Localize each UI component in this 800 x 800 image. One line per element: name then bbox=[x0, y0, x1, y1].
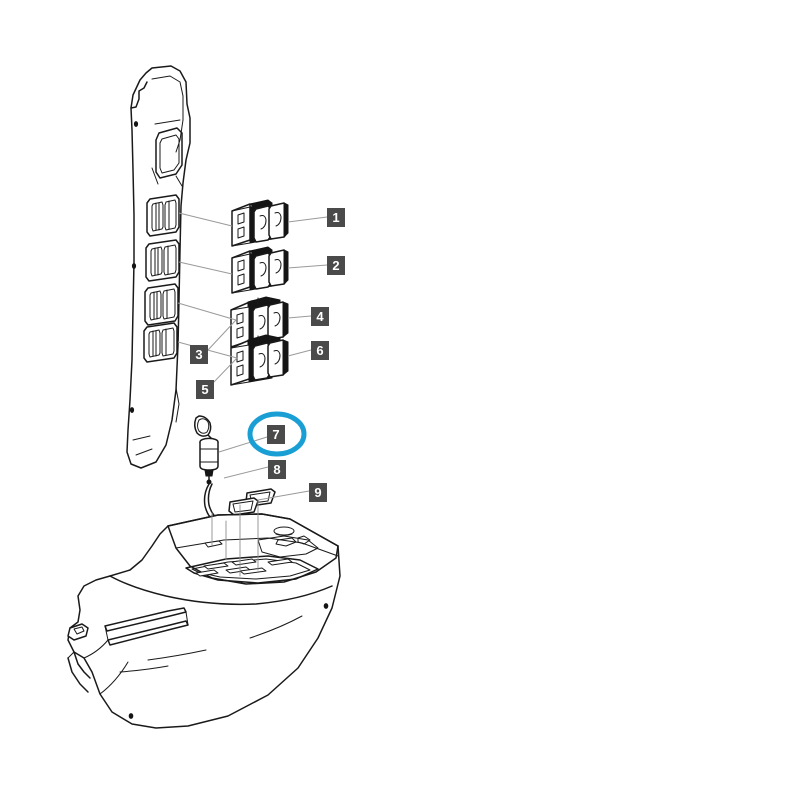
callout-box-6[interactable]: 6 bbox=[311, 341, 329, 360]
part-switch-1 bbox=[231, 199, 289, 247]
part-switch-2 bbox=[231, 246, 289, 294]
dashboard-side-panel bbox=[126, 65, 191, 469]
callout-box-8[interactable]: 8 bbox=[268, 460, 286, 479]
panel-switch-bay-4 bbox=[143, 322, 178, 363]
callout-box-7[interactable]: 7 bbox=[267, 425, 285, 444]
center-console-body bbox=[67, 513, 341, 729]
callout-box-1[interactable]: 1 bbox=[327, 208, 345, 227]
callout-box-4[interactable]: 4 bbox=[311, 307, 329, 326]
assembly-drop-lines bbox=[211, 499, 259, 577]
callout-box-3[interactable]: 3 bbox=[190, 345, 208, 364]
part-switch-assembly-56 bbox=[230, 334, 289, 386]
callout-box-2[interactable]: 2 bbox=[327, 256, 345, 275]
part-cigarette-lighter-socket bbox=[193, 415, 219, 485]
panel-switch-bay-1 bbox=[146, 194, 180, 237]
callout-box-9[interactable]: 9 bbox=[309, 483, 327, 502]
panel-switch-bay-3 bbox=[144, 283, 179, 326]
callout-box-5[interactable]: 5 bbox=[196, 380, 214, 399]
panel-switch-bay-2 bbox=[145, 239, 180, 282]
highlight-ellipse-item-7 bbox=[247, 411, 307, 457]
part-switch-assembly-34 bbox=[230, 296, 289, 348]
part-console-cover-caps bbox=[228, 488, 276, 516]
